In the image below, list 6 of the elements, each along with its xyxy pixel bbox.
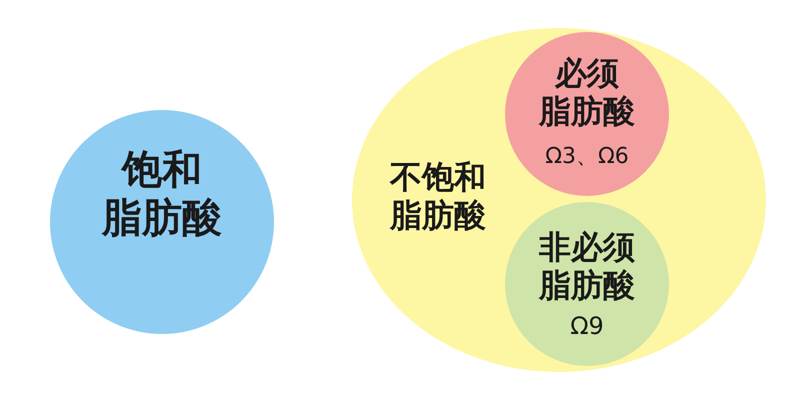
category-label: 非必须脂肪酸 — [538, 228, 636, 305]
omega-label: Ω9 — [569, 312, 605, 341]
omega-label: Ω3、Ω6 — [544, 144, 630, 170]
category-label: 饱和脂肪酸 — [100, 146, 223, 242]
category-label: 必须脂肪酸 — [538, 54, 636, 131]
category-label: 不饱和脂肪酸 — [388, 158, 487, 235]
